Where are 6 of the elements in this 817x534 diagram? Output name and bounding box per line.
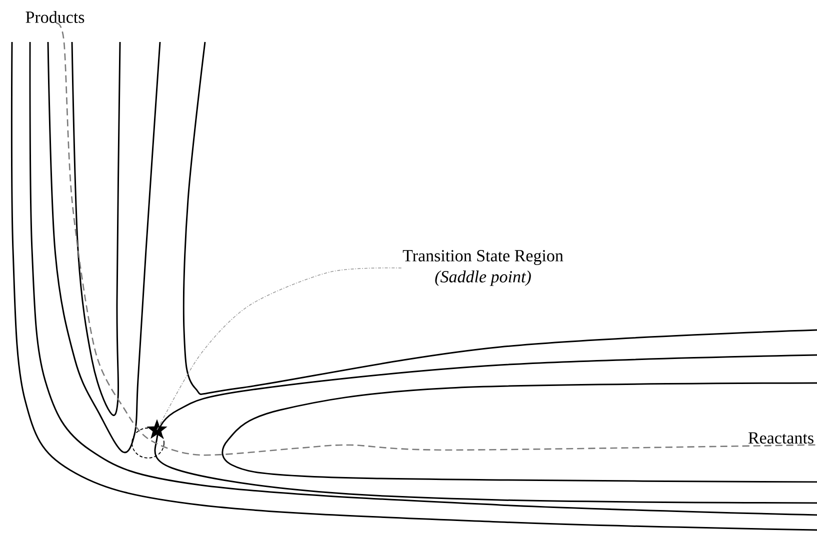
region-label: Reactants bbox=[748, 432, 814, 444]
region-label: Products bbox=[26, 11, 84, 23]
callout-label: Transition State Region (Saddle point) bbox=[402, 250, 564, 286]
reaction-path bbox=[54, 24, 816, 456]
saddle-point-star bbox=[146, 419, 168, 439]
leader-line bbox=[156, 268, 402, 430]
